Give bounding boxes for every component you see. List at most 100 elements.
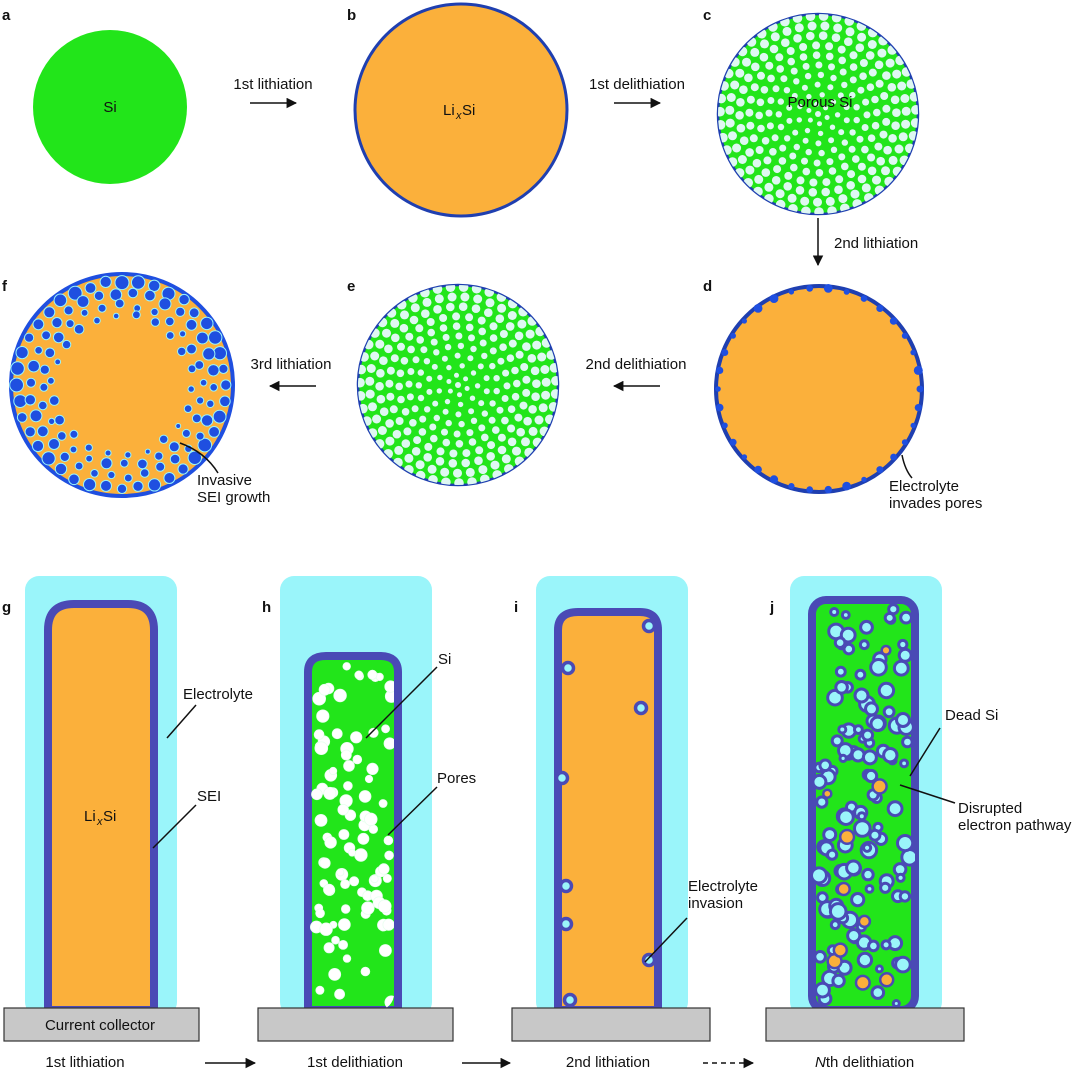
pore (764, 182, 774, 192)
sei-blob (38, 400, 48, 411)
pore (808, 188, 818, 197)
pore (458, 302, 468, 312)
invasion-pocket (641, 618, 657, 634)
pore (737, 155, 747, 164)
sei-blob (208, 426, 221, 438)
pore (745, 108, 754, 117)
pore (411, 447, 421, 456)
sei-blob (206, 399, 215, 408)
panel-g-label-main: Li (84, 808, 96, 825)
step-label-2nd-lithiation-bottom: 2nd lithiation (566, 1054, 650, 1071)
sei-blob (27, 359, 41, 373)
sei-blob (84, 443, 93, 452)
sei-pocket (788, 289, 795, 295)
pore (328, 766, 338, 776)
sei-pocket (843, 289, 850, 295)
panel-g-sei-label: SEI (197, 788, 221, 805)
pore (786, 104, 793, 111)
pore (791, 92, 798, 99)
pore (804, 127, 811, 134)
pore (797, 103, 803, 110)
pore (499, 330, 508, 338)
pore (776, 65, 784, 73)
pore (483, 375, 490, 382)
panel-h-current-collector (257, 1007, 454, 1042)
sei-blob (177, 346, 187, 357)
pore (454, 478, 464, 485)
pore (340, 749, 352, 761)
sei-ring (829, 607, 840, 617)
sei-blob (54, 358, 62, 366)
pore (484, 308, 493, 318)
pore (384, 680, 394, 693)
panel-f-annotation-1: Invasive (197, 472, 252, 489)
pore (818, 14, 829, 21)
pore (867, 153, 876, 162)
pore (829, 124, 836, 130)
panel-h-si-label: Si (438, 651, 451, 668)
pore (511, 392, 520, 401)
pore (839, 68, 847, 76)
pore (752, 158, 762, 168)
pore (744, 73, 753, 83)
pore (728, 131, 737, 141)
pore (793, 143, 800, 151)
pore (757, 71, 765, 80)
pore (481, 352, 488, 360)
sei-pocket (769, 475, 779, 484)
pore (787, 193, 797, 203)
pore (900, 94, 910, 103)
pore (847, 170, 856, 179)
sei-blob (165, 331, 175, 340)
pore (859, 72, 867, 80)
pore (892, 108, 901, 117)
panel-i-annotation-1: Electrolyte (688, 878, 758, 895)
pore (763, 156, 772, 165)
pore (799, 43, 808, 51)
sei-blob (123, 473, 133, 483)
pore (368, 727, 379, 738)
pore (794, 23, 804, 33)
pore (337, 804, 349, 816)
sei-blob (47, 376, 55, 385)
pore (830, 74, 837, 82)
sei-blob (200, 316, 214, 331)
panel-j-dead-si-leader (909, 727, 941, 777)
sei-blob (207, 364, 220, 377)
pore (478, 327, 487, 336)
sei-ring (894, 955, 912, 974)
pore (433, 414, 440, 422)
sei-ring (867, 939, 880, 953)
sei-blob (139, 468, 150, 478)
pore (412, 356, 420, 364)
pore (348, 848, 357, 857)
pore (853, 116, 860, 124)
pore (849, 51, 858, 60)
pore (531, 392, 540, 402)
panel-e-porous-particle (356, 283, 560, 487)
pore (849, 76, 857, 84)
pore (470, 417, 478, 424)
pore (814, 81, 821, 88)
sei-ring (834, 680, 849, 695)
pore (464, 386, 470, 391)
pore (385, 419, 394, 428)
sei-blob (137, 458, 148, 470)
pore (435, 457, 445, 466)
sei-ring (887, 603, 900, 616)
pore (517, 319, 527, 329)
sei-pocket (824, 485, 832, 494)
pore (867, 166, 877, 176)
sei-ring (864, 768, 879, 784)
panel-c-pores (718, 14, 918, 214)
sei-ring (822, 827, 838, 843)
pore (767, 74, 775, 83)
sei-ring (813, 950, 827, 964)
sei-blob (36, 425, 49, 438)
pore (446, 302, 455, 312)
sei-blob (41, 330, 51, 341)
sei-blob (76, 295, 90, 308)
pore (489, 400, 496, 407)
pore (319, 922, 333, 936)
pore (457, 401, 464, 408)
